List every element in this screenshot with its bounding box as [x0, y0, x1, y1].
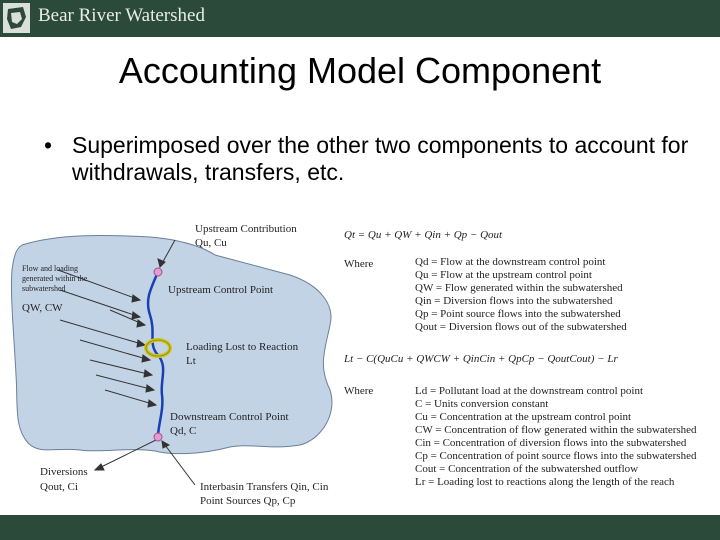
upstream-contribution-label: Upstream Contribution — [195, 223, 297, 235]
where-label-2: Where — [344, 385, 374, 397]
watershed-diagram — [10, 235, 333, 486]
downstream-node — [153, 432, 163, 442]
flow-def: Qout = Diversion flows out of the subwat… — [415, 321, 627, 333]
upstream-node — [153, 267, 163, 277]
flow-def: Qin = Diversion flows into the subwaters… — [415, 295, 613, 307]
load-def: CW = Concentration of flow generated wit… — [415, 424, 697, 436]
slide-title: Accounting Model Component — [118, 50, 602, 91]
flow-balance-equation: Qt = Qu + QW + Qin + Qp − Qout — [344, 229, 503, 241]
bullet-dot: • — [44, 132, 53, 158]
downstream-vars-label: Qd, C — [170, 425, 197, 437]
bullet-text: Superimposed over the other two componen… — [72, 132, 689, 185]
load-def: C = Units conversion constant — [415, 398, 549, 410]
loading-var-label: Lt — [186, 355, 196, 367]
upstream-point-label: Upstream Control Point — [168, 284, 274, 296]
flow-loading-label-2: generated within the — [22, 274, 88, 283]
diversions-label: Diversions — [40, 466, 88, 478]
load-balance-equation: Lt − C(QuCu + QWCW + QinCin + QpCp − Qou… — [344, 353, 618, 365]
watershed-area — [10, 235, 333, 455]
flow-def: Qu = Flow at the upstream control point — [415, 269, 592, 281]
flow-def: Qp = Point source flows into the subwate… — [415, 308, 621, 320]
flow-loading-label-3: subwatershed — [22, 284, 66, 293]
upstream-vars-label: Qu, Cu — [195, 237, 227, 249]
footer-bar — [0, 515, 720, 540]
loading-lost-label: Loading Lost to Reaction — [186, 341, 299, 353]
watershed-logo-icon — [3, 3, 30, 33]
diversions-vars-label: Qout, Ci — [40, 481, 78, 493]
brand-name: Bear River Watershed — [38, 5, 205, 26]
point-sources-label: Point Sources Qp, Cp — [200, 495, 296, 507]
load-def: Cin = Concentration of diversion flows i… — [415, 437, 687, 449]
load-def: Cp = Concentration of point source flows… — [415, 450, 697, 462]
reaction-loop-icon — [144, 338, 172, 358]
load-def: Ld = Pollutant load at the downstream co… — [415, 385, 643, 397]
interbasin-label: Interbasin Transfers Qin, Cin — [200, 481, 329, 493]
flow-loading-label-1: Flow and loading — [22, 264, 78, 273]
load-def: Cout = Concentration of the subwatershed… — [415, 463, 639, 475]
downstream-point-label: Downstream Control Point — [170, 411, 289, 423]
flow-vars-label: QW, CW — [22, 302, 63, 314]
flow-def: QW = Flow generated within the subwaters… — [415, 282, 623, 294]
load-def: Lr = Loading lost to reactions along the… — [415, 476, 675, 488]
header-bar: Bear River Watershed — [0, 0, 720, 37]
load-def: Cu = Concentration at the upstream contr… — [415, 411, 632, 423]
flow-def: Qd = Flow at the downstream control poin… — [415, 256, 606, 268]
flow-arrows — [57, 239, 196, 486]
where-label-1: Where — [344, 258, 374, 270]
